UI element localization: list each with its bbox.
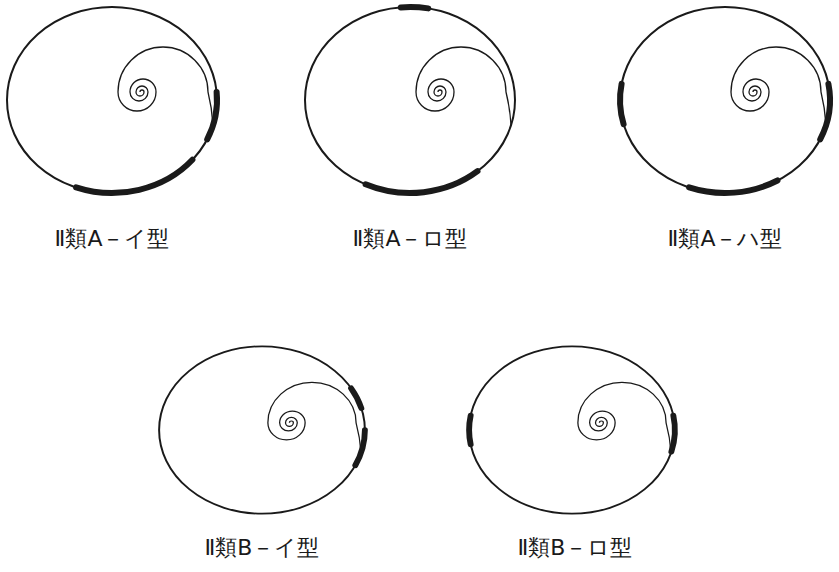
shell-figure bbox=[620, 7, 830, 193]
type-label: Ⅱ類A－ロ型 bbox=[353, 226, 468, 252]
type-label: Ⅱ類B－ロ型 bbox=[518, 535, 633, 561]
type-label: Ⅱ類B－イ型 bbox=[205, 535, 320, 561]
shell-figure bbox=[305, 7, 515, 193]
shell-figure bbox=[159, 346, 365, 513]
shell-figure bbox=[469, 346, 675, 513]
type-label: Ⅱ類A－ハ型 bbox=[668, 226, 783, 252]
type-label: Ⅱ類A－イ型 bbox=[55, 226, 170, 252]
shell-figure bbox=[7, 7, 217, 193]
